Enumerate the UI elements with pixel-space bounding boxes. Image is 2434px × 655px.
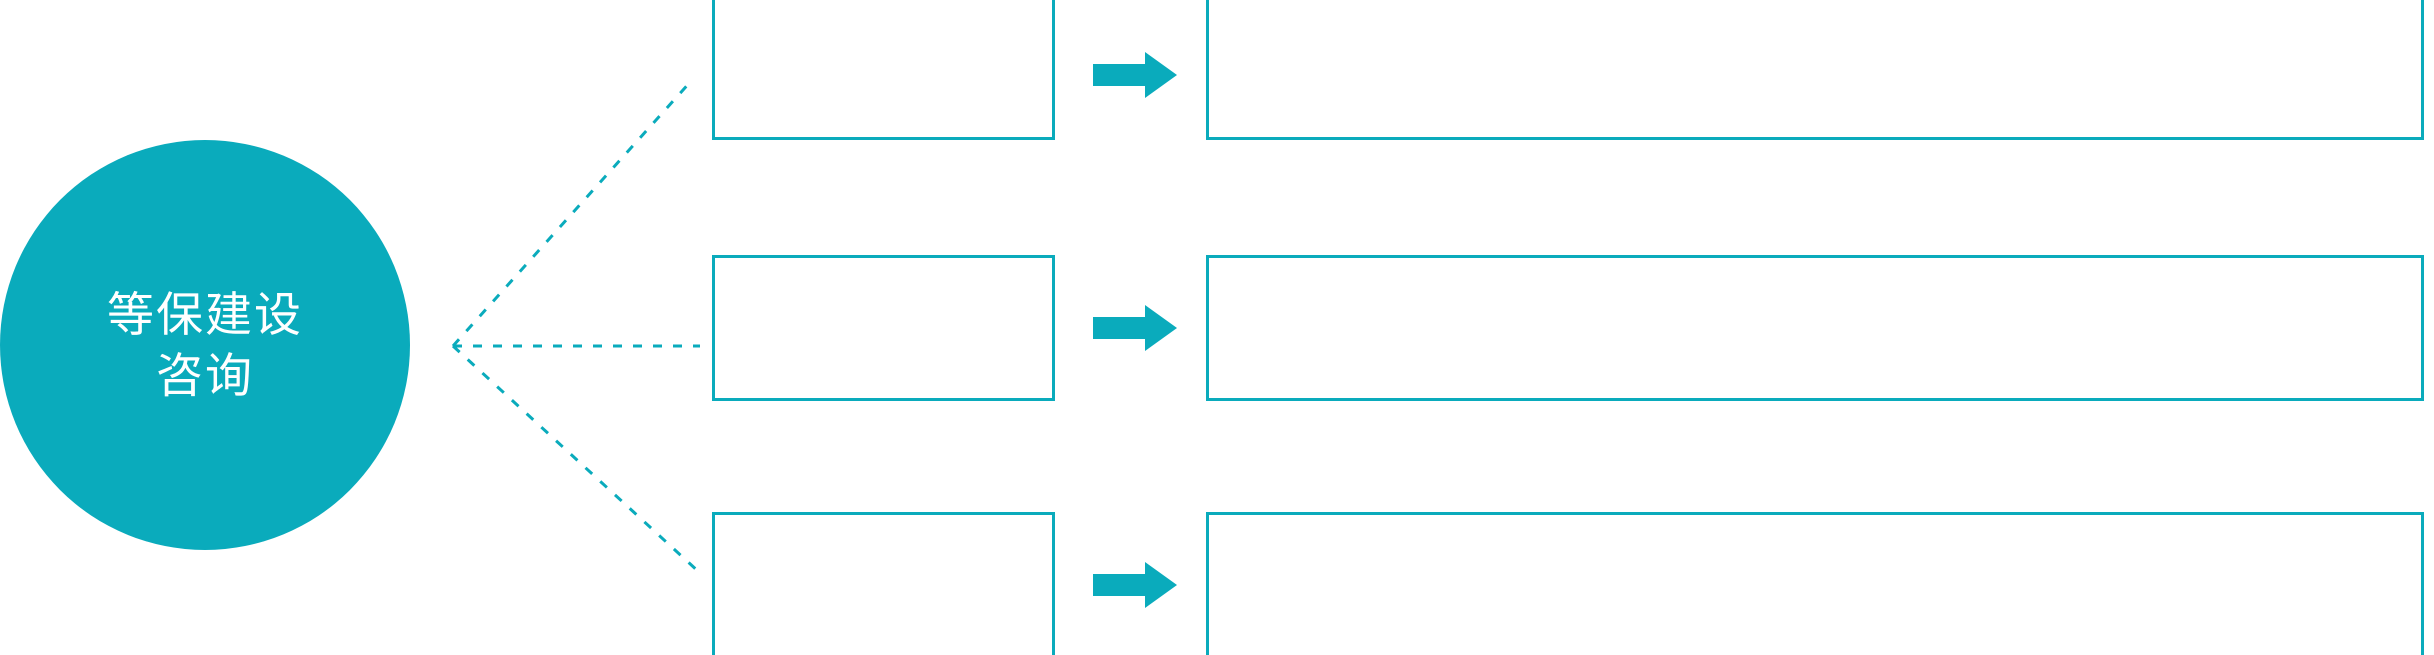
connector-branch-3	[451, 344, 702, 575]
stage-box-2[interactable]	[712, 255, 1055, 401]
connector-branch-1	[451, 78, 694, 348]
hub-label-line-2: 咨询	[156, 349, 254, 402]
stage-box-1[interactable]	[712, 0, 1055, 140]
stage-box-3[interactable]	[712, 512, 1055, 655]
detail-box-1[interactable]	[1206, 0, 2424, 140]
hub-label-line-1: 等保建设	[107, 287, 303, 341]
right-block-arrow-2	[1093, 305, 1177, 351]
right-block-arrow-1	[1093, 52, 1177, 98]
detail-box-3[interactable]	[1206, 512, 2424, 655]
hub-circle[interactable]: 等保建设 咨询	[0, 140, 410, 550]
right-block-arrow-3	[1093, 562, 1177, 608]
detail-box-2[interactable]	[1206, 255, 2424, 401]
